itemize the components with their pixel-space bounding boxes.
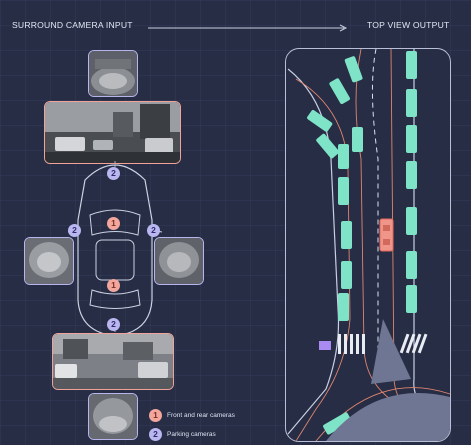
legend-parking: 2 Parking cameras (149, 428, 216, 441)
output-section-title: TOP VIEW OUTPUT (367, 20, 450, 30)
parking-camera-badge-rear: 2 (107, 318, 120, 331)
front-rear-legend-badge: 1 (149, 409, 162, 422)
camera-image-rear (52, 333, 174, 390)
input-section-title: SURROUND CAMERA INPUT (12, 20, 133, 30)
arrow-right-icon (148, 24, 348, 32)
camera-image-right-parking (154, 237, 204, 285)
legend-label: Front and rear cameras (167, 412, 235, 419)
parking-camera-badge-front: 2 (107, 167, 120, 180)
rear-camera-badge: 1 (107, 279, 120, 292)
parking-camera-badge-left: 2 (68, 224, 81, 237)
camera-image-front-parking (88, 50, 138, 97)
front-camera-badge: 1 (107, 217, 120, 230)
camera-image-rear-parking (88, 393, 138, 440)
camera-image-front (44, 101, 181, 164)
top-view-map (285, 48, 451, 442)
parking-camera-badge-right: 2 (147, 224, 160, 237)
legend-label: Parking cameras (167, 431, 216, 438)
camera-image-left-parking (24, 237, 74, 285)
parking-legend-badge: 2 (149, 428, 162, 441)
legend-front-rear: 1 Front and rear cameras (149, 409, 235, 422)
